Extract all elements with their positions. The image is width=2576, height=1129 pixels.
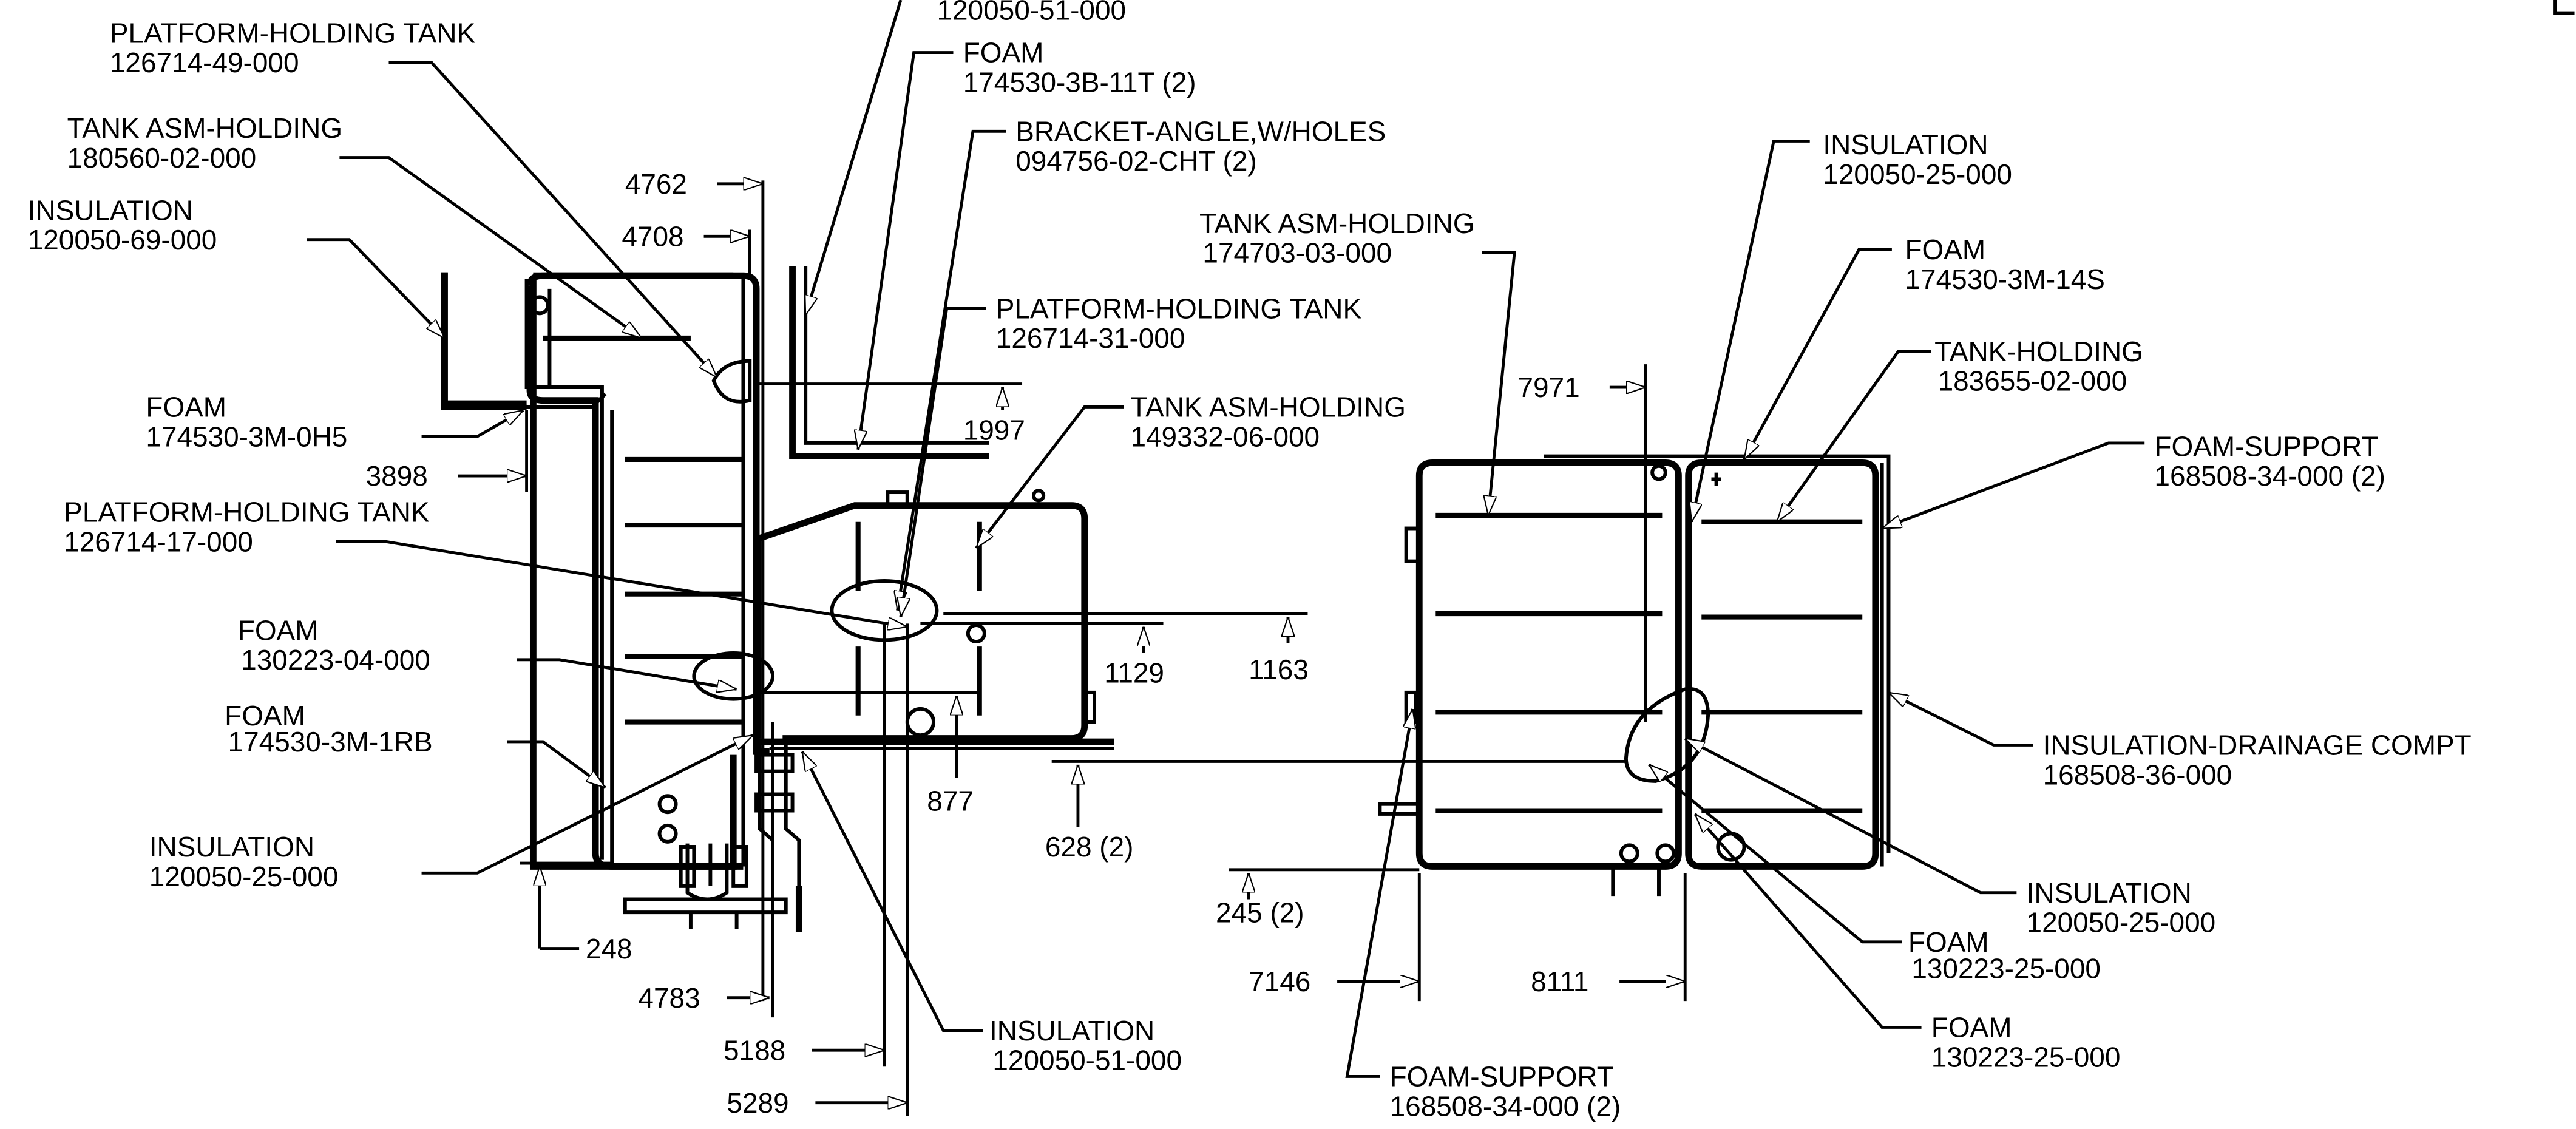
callout-c11-desc: FOAM xyxy=(238,614,319,646)
dim-7146: 7146 xyxy=(1249,966,1310,997)
callout-labels: 120050-51-000 PLATFORM-HOLDING TANK 1267… xyxy=(28,0,2472,1122)
dim-4783: 4783 xyxy=(638,982,700,1014)
callout-c09-desc: TANK ASM-HOLDING xyxy=(1130,392,1405,423)
dim-1997: 1997 xyxy=(963,415,1025,446)
callout-c19-desc: FOAM-SUPPORT xyxy=(2154,431,2378,463)
dim-248: 248 xyxy=(586,933,632,965)
callout-c10-desc: PLATFORM-HOLDING TANK xyxy=(64,497,430,528)
callout-c03-part: 174530-3B-11T (2) xyxy=(963,66,1196,98)
callout-c04-desc: TANK ASM-HOLDING xyxy=(67,112,342,144)
right-tank-assembly xyxy=(1378,364,1891,1002)
dim-1163: 1163 xyxy=(1249,654,1309,685)
callout-c01-part: 120050-51-000 xyxy=(937,0,1126,25)
callout-c22-part: 130223-25-000 xyxy=(1911,952,2101,984)
callout-c12-part: 174530-3M-1RB xyxy=(228,726,433,758)
callout-c07-part: 126714-31-000 xyxy=(996,322,1185,354)
dim-1129: 1129 xyxy=(1104,657,1164,689)
callout-c09-part: 149332-06-000 xyxy=(1130,421,1320,452)
dim-4762: 4762 xyxy=(625,168,687,200)
callout-c10-part: 126714-17-000 xyxy=(64,526,253,557)
callout-c15-part: 120050-25-000 xyxy=(1823,158,2012,190)
callout-c14-part: 120050-51-000 xyxy=(992,1045,1182,1076)
dim-5188: 5188 xyxy=(724,1034,785,1066)
border-corner xyxy=(2553,0,2575,15)
callout-c07-desc: PLATFORM-HOLDING TANK xyxy=(996,293,1362,324)
callout-c02-part: 126714-49-000 xyxy=(110,47,299,78)
callout-c08-part: 174530-3M-0H5 xyxy=(146,421,347,452)
callout-c11-part: 130223-04-000 xyxy=(241,644,430,676)
callout-c16-part: 174703-03-000 xyxy=(1202,237,1392,269)
callout-c06-part: 120050-69-000 xyxy=(28,224,217,256)
dimension-lines xyxy=(458,184,1686,1103)
dim-4708: 4708 xyxy=(622,221,683,253)
callout-c24-desc: FOAM-SUPPORT xyxy=(1390,1061,1614,1093)
callout-c05-desc: BRACKET-ANGLE,W/HOLES xyxy=(1015,116,1386,147)
callout-c19-part: 168508-34-000 (2) xyxy=(2154,460,2385,492)
callout-c14-desc: INSULATION xyxy=(989,1015,1154,1046)
callout-c13-desc: INSULATION xyxy=(149,831,314,863)
callout-c22-desc: FOAM xyxy=(1908,926,1989,958)
callout-c08-desc: FOAM xyxy=(146,392,226,423)
dim-8111: 8111 xyxy=(1531,966,1588,997)
callout-c06-desc: INSULATION xyxy=(28,194,193,226)
callout-c20-part: 168508-36-000 xyxy=(2043,759,2232,790)
leader-lines xyxy=(307,0,2145,1078)
callout-c15-desc: INSULATION xyxy=(1823,129,1988,160)
callout-c23-part: 130223-25-000 xyxy=(1931,1041,2121,1073)
callout-c03-desc: FOAM xyxy=(963,37,1044,69)
dim-5289: 5289 xyxy=(727,1087,788,1119)
callout-c13-part: 120050-25-000 xyxy=(149,861,339,892)
callout-c04-part: 180560-02-000 xyxy=(67,142,257,174)
callout-c21-desc: INSULATION xyxy=(2027,877,2192,909)
dim-7971: 7971 xyxy=(1517,371,1579,403)
left-tank-main xyxy=(441,180,802,1018)
callout-c12-desc: FOAM xyxy=(225,700,305,731)
callout-c17-desc: FOAM xyxy=(1905,234,1986,265)
center-tank xyxy=(758,265,1114,1116)
callout-c20-desc: INSULATION-DRAINAGE COMPT xyxy=(2043,730,2472,761)
callout-c18-part: 183655-02-000 xyxy=(1938,365,2127,396)
callout-c23-desc: FOAM xyxy=(1931,1012,2012,1043)
callout-c02-desc: PLATFORM-HOLDING TANK xyxy=(110,17,476,49)
callout-c24-part: 168508-34-000 (2) xyxy=(1390,1090,1621,1122)
dim-245: 245 (2) xyxy=(1216,897,1304,928)
dim-628: 628 (2) xyxy=(1045,831,1134,863)
dim-877: 877 xyxy=(927,785,974,817)
callout-c17-part: 174530-3M-14S xyxy=(1905,263,2105,295)
dim-3898: 3898 xyxy=(366,460,428,492)
callout-c18-desc: TANK-HOLDING xyxy=(1934,336,2143,367)
dimension-labels: 4762 4708 1997 3898 1129 1163 877 628 (2… xyxy=(366,168,1589,1119)
callout-c05-part: 094756-02-CHT (2) xyxy=(1015,145,1256,177)
callout-c16-desc: TANK ASM-HOLDING xyxy=(1199,208,1474,239)
callout-c21-part: 120050-25-000 xyxy=(2027,907,2216,938)
